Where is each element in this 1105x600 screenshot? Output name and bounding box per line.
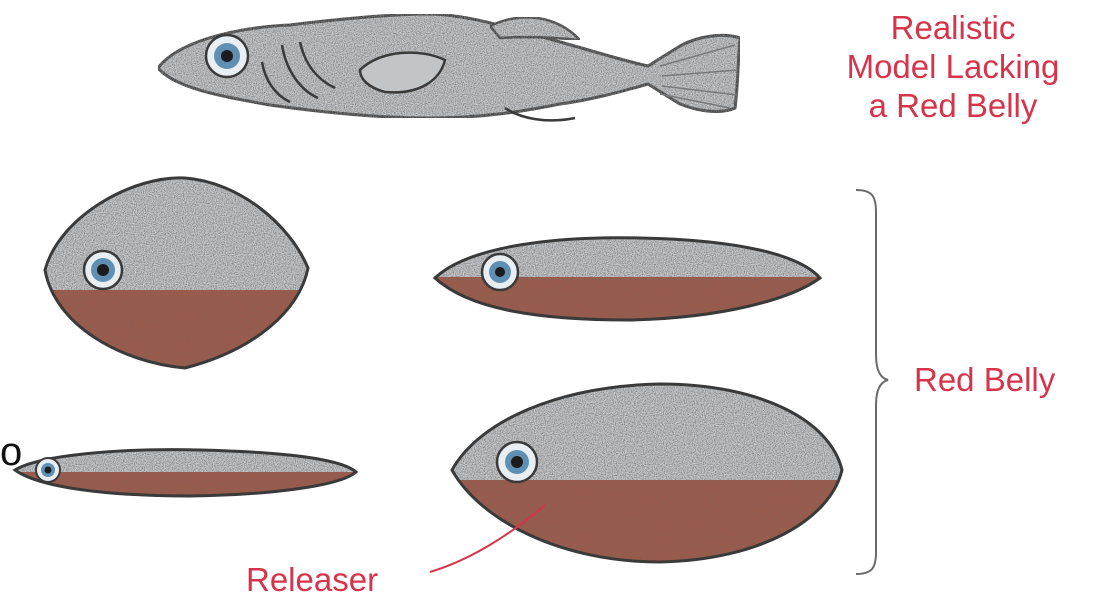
eye-pupil bbox=[221, 50, 233, 62]
realistic-label-line-1: Realistic bbox=[808, 8, 1098, 47]
stray-mark: o bbox=[0, 430, 22, 475]
red-belly-bracket bbox=[856, 190, 888, 574]
realistic-model-label: Realistic Model Lacking a Red Belly bbox=[808, 8, 1098, 125]
thin-model bbox=[10, 445, 360, 500]
realistic-label-line-3: a Red Belly bbox=[808, 86, 1098, 125]
realistic-fish-model bbox=[158, 14, 740, 120]
oval-model bbox=[445, 380, 850, 570]
releaser-label: Releaser bbox=[246, 560, 378, 599]
long-model bbox=[430, 232, 825, 325]
dorsal-fin bbox=[490, 17, 580, 40]
realistic-label-line-2: Model Lacking bbox=[808, 47, 1098, 86]
diamond-model bbox=[30, 170, 320, 380]
red-belly-label: Red Belly bbox=[914, 360, 1055, 399]
